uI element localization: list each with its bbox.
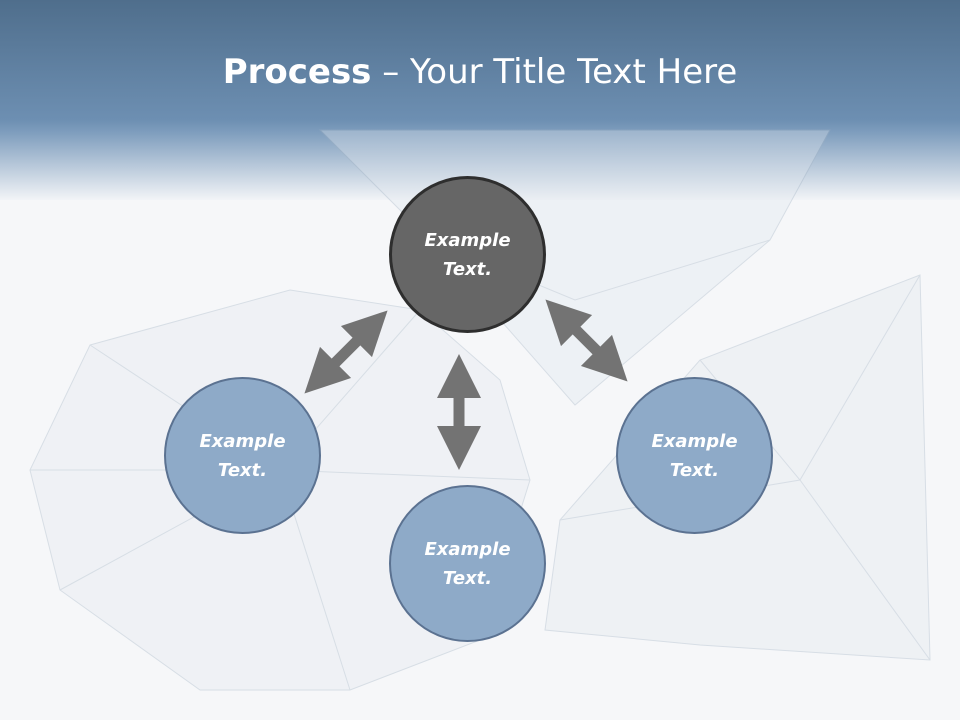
arrow-left-diagonal [304,310,388,394]
node-text-line2: Text. [442,258,493,280]
node-top: Example Text. [389,176,546,333]
node-text-line2: Text. [442,567,493,589]
slide-title: Process – Your Title Text Here [0,52,960,92]
node-bottom: Example Text. [389,485,546,642]
node-text-line1: Example [424,229,511,251]
node-text-line1: Example [651,430,738,452]
title-banner [0,0,960,200]
arrow-right-diagonal [545,299,628,382]
title-rest: – Your Title Text Here [371,52,738,92]
node-text-line1: Example [424,538,511,560]
node-right: Example Text. [616,377,773,534]
title-bold: Process [222,52,372,92]
node-text-line2: Text. [669,459,720,481]
node-text-line1: Example [199,430,286,452]
node-left: Example Text. [164,377,321,534]
node-text-line2: Text. [217,459,268,481]
